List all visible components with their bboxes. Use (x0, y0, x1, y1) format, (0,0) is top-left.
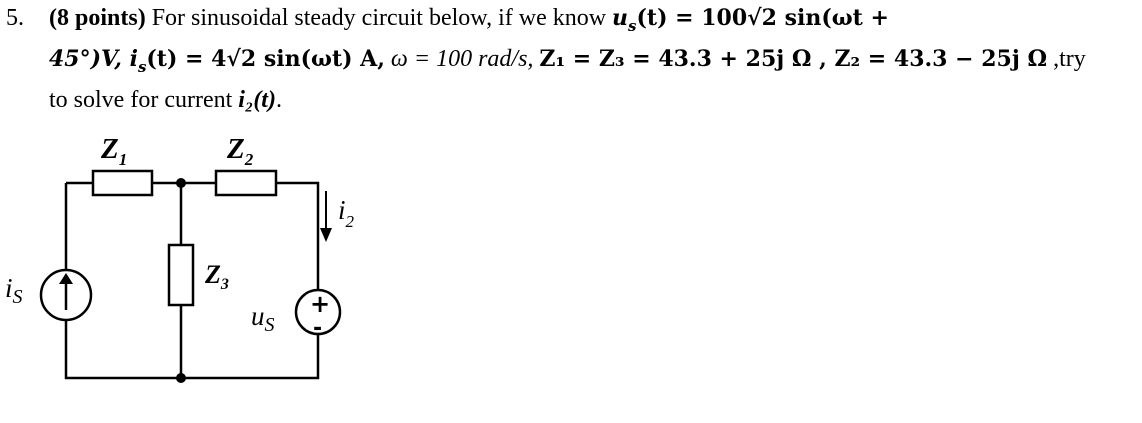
z1-label: Z1 (100, 133, 127, 169)
is-symbol: i (129, 45, 138, 72)
z2-label: Z2 (226, 133, 254, 169)
target-current: i₂(t) (238, 86, 276, 113)
i2-label: i2 (338, 195, 355, 231)
z2-resistor (214, 169, 278, 197)
is-expression: (t) = 4√2 sin(ωt) A, (146, 45, 385, 72)
us-expression: (t) = 100√2 sin(ωt + (636, 5, 889, 31)
is-subscript: s (137, 57, 147, 76)
wire-top-right (276, 181, 320, 292)
us-symbol: u (612, 5, 629, 31)
problem-number: 5. (6, 5, 24, 31)
voltage-source-circle (294, 288, 342, 336)
z2-value: Z₂ = 43.3 − 25j Ω (834, 45, 1048, 72)
omega-value: ω = 100 rad/s, (384, 45, 540, 72)
node-top (176, 178, 186, 188)
question-text: to solve for current (49, 86, 239, 113)
problem-line-2: 45°)V, is(t) = 4√2 sin(ωt) A, ω = 100 ra… (6, 43, 1136, 84)
try-text: ,try (1047, 45, 1086, 72)
us-label: uS (251, 301, 275, 336)
z1-z3-value: Z₁ = Z₃ = 43.3 + 25j Ω , (539, 45, 835, 72)
problem-statement: 5. (8 points) For sinusoidal steady circu… (6, 2, 1136, 117)
us-subscript: s (628, 16, 637, 35)
problem-line-1: 5. (8 points) For sinusoidal steady circu… (6, 2, 1136, 43)
z3-label: Z3 (204, 260, 229, 293)
question-period: . (275, 86, 282, 113)
us-expression-cont: 45°)V, (49, 45, 130, 72)
points-label: (8 points) (49, 5, 146, 31)
z3-resistor (167, 243, 195, 307)
minus-sign: - (313, 316, 322, 341)
current-source-arrow-icon (59, 273, 73, 284)
intro-text: For sinusoidal steady circuit below, if … (145, 5, 613, 31)
is-label: iS (5, 273, 23, 308)
problem-line-3: to solve for current i₂(t). (6, 84, 1136, 117)
plus-sign: + (310, 290, 330, 318)
z1-resistor (91, 169, 154, 197)
node-bottom (176, 373, 186, 383)
i2-arrow-icon (320, 228, 332, 242)
wire-bottom (64, 320, 320, 380)
